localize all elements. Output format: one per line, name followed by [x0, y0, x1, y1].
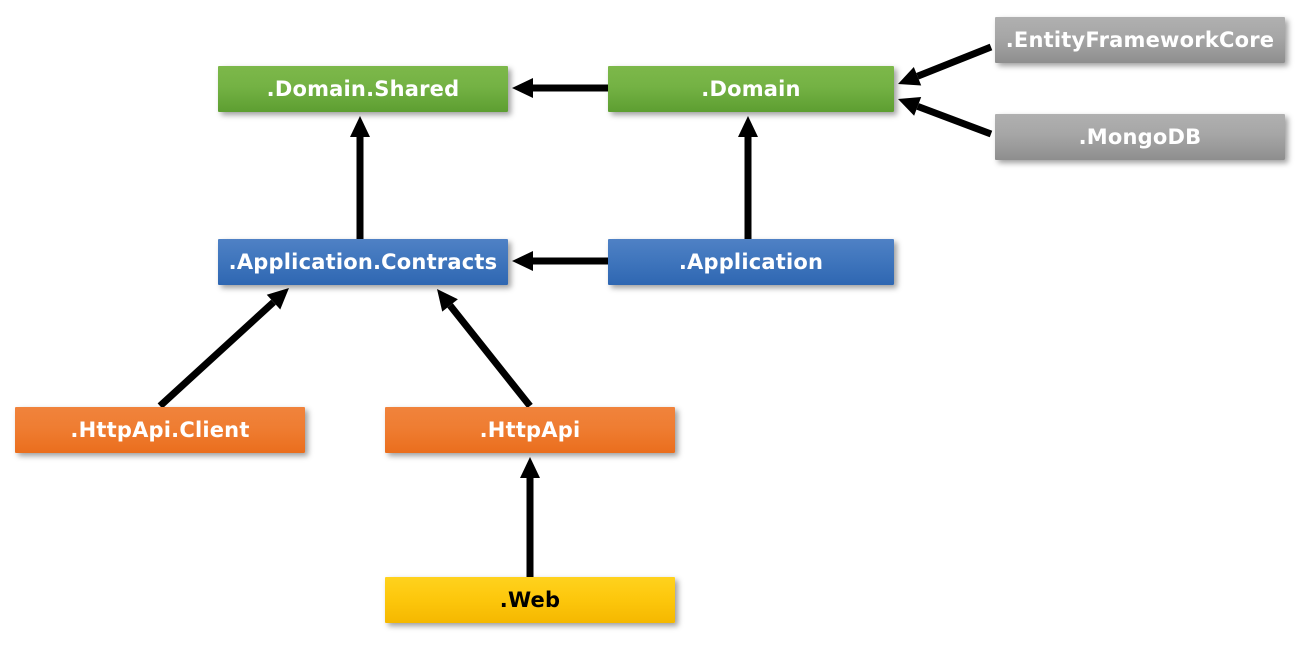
node-application-contracts[interactable]: .Application.Contracts [218, 239, 508, 285]
arrow-application-to-application-contracts [512, 251, 608, 271]
node-domain-shared[interactable]: .Domain.Shared [218, 66, 508, 112]
node-label: .MongoDB [1078, 124, 1202, 149]
node-web[interactable]: .Web [385, 577, 675, 623]
node-entity-framework-core[interactable]: .EntityFrameworkCore [995, 17, 1285, 63]
arrow-httpapi-to-application-contracts [437, 289, 533, 409]
node-label: .HttpApi.Client [70, 417, 250, 442]
arrow-domain-to-domain-shared [512, 78, 608, 98]
node-application[interactable]: .Application [608, 239, 894, 285]
arrow-entityframeworkcore-to-domain [898, 43, 993, 86]
arrow-application-to-domain [738, 116, 758, 239]
node-label: .Application.Contracts [228, 249, 498, 274]
node-label: .EntityFrameworkCore [1005, 27, 1275, 52]
node-mongodb[interactable]: .MongoDB [995, 114, 1285, 160]
node-httpapi[interactable]: .HttpApi [385, 407, 675, 453]
node-label: .Domain [701, 76, 801, 101]
node-label: .HttpApi [479, 417, 581, 442]
node-label: .Application [678, 249, 824, 274]
node-httpapi-client[interactable]: .HttpApi.Client [15, 407, 305, 453]
arrow-mongodb-to-domain [898, 97, 993, 138]
node-label: .Domain.Shared [266, 76, 460, 101]
arrow-application-contracts-to-domain-shared [350, 116, 370, 239]
node-label: .Web [499, 587, 561, 612]
arrow-httpapi-client-to-application-contracts [157, 288, 289, 409]
node-domain[interactable]: .Domain [608, 66, 894, 112]
arrow-web-to-httpapi [520, 457, 540, 577]
